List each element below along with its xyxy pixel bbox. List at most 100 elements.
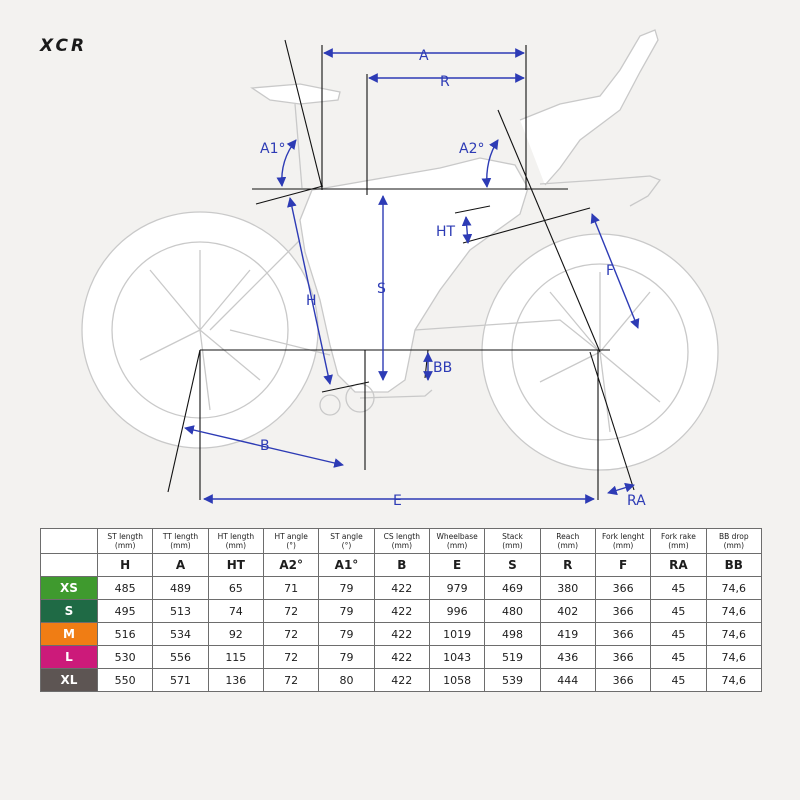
value-cell: 366	[594, 599, 652, 623]
symbol-cell: R	[539, 553, 596, 577]
value-cell: 136	[207, 668, 264, 692]
value-cell: 366	[594, 645, 652, 669]
value-cell: 74,6	[705, 599, 763, 623]
value-cell: 366	[594, 622, 652, 646]
value-cell: 996	[428, 599, 486, 623]
value-cell: 74,6	[705, 576, 763, 600]
value-cell: 444	[539, 668, 596, 692]
size-cell: S	[40, 599, 98, 623]
value-cell: 79	[318, 622, 375, 646]
symbol-cell: E	[428, 553, 486, 577]
value-cell: 72	[262, 645, 320, 669]
brand-logo: XCR	[40, 36, 88, 56]
value-cell: 45	[650, 599, 707, 623]
symbol-cell: RA	[650, 553, 707, 577]
value-cell: 45	[650, 668, 707, 692]
value-cell: 436	[539, 645, 596, 669]
label-r: R	[440, 74, 450, 90]
value-cell: 485	[96, 576, 154, 600]
symbol-cell: H	[96, 553, 154, 577]
col-header: HT angle(°)	[262, 528, 320, 554]
label-a2: A2°	[459, 141, 484, 157]
value-cell: 571	[152, 668, 209, 692]
value-cell: 539	[484, 668, 541, 692]
value-cell: 1019	[428, 622, 486, 646]
value-cell: 422	[373, 668, 430, 692]
col-header: Wheelbase(mm)	[428, 528, 486, 554]
dimension-arrows	[184, 48, 640, 504]
size-cell: XL	[40, 668, 98, 692]
col-header: BB drop(mm)	[705, 528, 763, 554]
value-cell: 419	[539, 622, 596, 646]
symbol-cell: HT	[207, 553, 264, 577]
col-header: CS length(mm)	[373, 528, 430, 554]
symbol-row: H A HT A2° A1° B E S R F RA BB	[40, 553, 763, 577]
value-cell: 495	[96, 599, 154, 623]
value-cell: 422	[373, 599, 430, 623]
label-f: F	[606, 263, 614, 279]
value-cell: 80	[318, 668, 375, 692]
value-cell: 530	[96, 645, 154, 669]
col-header: Stack(mm)	[484, 528, 541, 554]
label-ra: RA	[627, 493, 646, 509]
value-cell: 71	[262, 576, 320, 600]
value-cell: 513	[152, 599, 209, 623]
value-cell: 79	[318, 645, 375, 669]
value-cell: 45	[650, 622, 707, 646]
value-cell: 92	[207, 622, 264, 646]
value-cell: 79	[318, 599, 375, 623]
symbol-cell: B	[373, 553, 430, 577]
col-header: HT length(mm)	[207, 528, 264, 554]
bike-silhouette	[81, 29, 719, 471]
value-cell: 469	[484, 576, 541, 600]
bike-geometry-diagram: A R A1° A2° HT S H F BB B E RA	[81, 29, 719, 509]
value-cell: 550	[96, 668, 154, 692]
symbol-cell: BB	[705, 553, 763, 577]
value-cell: 489	[152, 576, 209, 600]
label-ht: HT	[436, 224, 456, 240]
col-header: ST angle(°)	[318, 528, 375, 554]
value-cell: 115	[207, 645, 264, 669]
symbol-cell: A2°	[262, 553, 320, 577]
label-a: A	[419, 48, 429, 64]
value-cell: 366	[594, 668, 652, 692]
value-cell: 74,6	[705, 645, 763, 669]
col-header: Fork lenght(mm)	[594, 528, 652, 554]
value-cell: 534	[152, 622, 209, 646]
label-a1: A1°	[260, 141, 285, 157]
col-header: TT length(mm)	[152, 528, 209, 554]
label-bb: BB	[433, 360, 452, 376]
value-cell: 366	[594, 576, 652, 600]
value-cell: 979	[428, 576, 486, 600]
value-cell: 72	[262, 599, 320, 623]
value-cell: 519	[484, 645, 541, 669]
value-cell: 65	[207, 576, 264, 600]
value-cell: 498	[484, 622, 541, 646]
label-b: B	[260, 438, 270, 454]
value-cell: 422	[373, 645, 430, 669]
geometry-lines	[167, 39, 635, 500]
value-cell: 45	[650, 645, 707, 669]
value-cell: 1043	[428, 645, 486, 669]
value-cell: 74,6	[705, 668, 763, 692]
label-s: S	[377, 281, 386, 297]
value-cell: 45	[650, 576, 707, 600]
value-cell: 402	[539, 599, 596, 623]
size-cell: XS	[40, 576, 98, 600]
value-cell: 480	[484, 599, 541, 623]
symbol-cell: F	[594, 553, 652, 577]
corner-cell	[40, 528, 98, 554]
value-cell: 74	[207, 599, 264, 623]
value-cell: 422	[373, 622, 430, 646]
value-cell: 72	[262, 622, 320, 646]
col-header: ST length(mm)	[96, 528, 154, 554]
col-header: Fork rake(mm)	[650, 528, 707, 554]
value-cell: 72	[262, 668, 320, 692]
geometry-table: ST length(mm) TT length(mm) HT length(mm…	[40, 528, 763, 692]
symbol-corner	[40, 553, 98, 577]
